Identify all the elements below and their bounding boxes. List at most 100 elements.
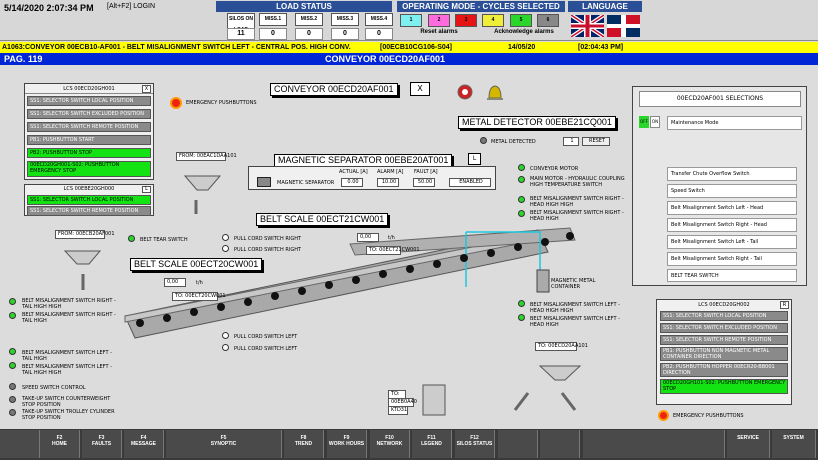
metal-detected-label: METAL DETECTED <box>491 139 536 145</box>
fkey-label: MESSAGE <box>130 441 156 447</box>
fkey-button[interactable]: SERVICE <box>727 430 770 458</box>
fkey-button[interactable] <box>583 430 725 458</box>
belt-scale2-unit: t/h <box>196 280 203 286</box>
maintenance-mode-label: Maintenance Mode <box>667 116 802 130</box>
alarm-bell-icon[interactable] <box>484 83 506 101</box>
lcs1-row: 00ECD20GH001-S02: PUSHBUTTON EMERGENCY S… <box>27 161 151 177</box>
roller <box>217 303 225 311</box>
fkey-blank[interactable] <box>0 430 40 458</box>
uk-flag-icon[interactable] <box>571 15 604 37</box>
selection-item[interactable]: Transfer Chute Overflow Switch <box>667 167 797 181</box>
page-title-bar: PAG. 119 CONVEYOR 00ECD20AF001 <box>0 53 818 65</box>
fkey-code: F12 <box>470 435 479 441</box>
miss4-button[interactable]: MISS.4 <box>365 13 393 26</box>
cycle-5-button[interactable]: 5 <box>510 14 532 27</box>
maintenance-off-toggle[interactable]: OFF <box>639 116 649 128</box>
fkey-code: F10 <box>385 435 394 441</box>
belt-scale2-title: BELT SCALE 00ECT20CW001 <box>130 258 263 271</box>
magsep-alarm-value[interactable]: 10.00 <box>377 178 399 187</box>
main-motor-label: MAIN MOTOR - HYDRAULIC COUPLING HIGH TEM… <box>530 176 625 188</box>
belt-scale2-to: TO: 00ECT20CW001 <box>172 292 226 301</box>
miss3-button[interactable]: MISS.3 <box>331 13 359 26</box>
magnetic-container-label: MAGNETIC METAL CONTAINER <box>551 278 596 290</box>
bms-right-head-hh-label: BELT MISALIGNMENT SWITCH RIGHT - HEAD HI… <box>530 196 624 208</box>
conveyor-motor-label: CONVEYOR MOTOR <box>530 166 579 172</box>
selection-item[interactable]: Belt Misalignment Switch Left - Tail <box>667 235 797 249</box>
fkey-code: F8 <box>300 435 307 441</box>
alarm-horn-icon[interactable] <box>455 83 475 101</box>
acknowledge-alarms-button[interactable]: Acknowledge alarms <box>483 27 565 38</box>
bms-left-head-hh-indicator <box>518 300 525 307</box>
roller <box>379 270 387 278</box>
fkey-label: LEGEND <box>421 441 442 447</box>
belt-tear-label: BELT TEAR SWITCH <box>140 237 188 243</box>
lcs1-row: SS1: SELECTOR SWITCH LOCAL POSITION <box>27 96 151 106</box>
magnet-icon <box>257 177 271 187</box>
metal-detected-indicator <box>480 137 487 144</box>
language-title: LANGUAGE <box>568 1 642 12</box>
pull-cord-left2-label: PULL CORD SWITCH LEFT <box>234 346 298 352</box>
cycle-2-button[interactable]: 2 <box>428 14 450 27</box>
speed-switch-indicator <box>9 383 16 390</box>
pull-cord-left2-indicator <box>222 344 229 351</box>
fkey-button[interactable] <box>498 430 538 458</box>
fkey-button[interactable] <box>540 430 580 458</box>
alarm-code: [00ECB10CG106-S04] <box>380 44 452 51</box>
miss1-button[interactable]: MISS.1 <box>259 13 287 26</box>
conveyor-close-button[interactable]: X <box>410 82 430 96</box>
magsep-fault-value[interactable]: 50.00 <box>413 178 435 187</box>
lcs2-l-button[interactable]: L <box>142 186 151 193</box>
magsep-l-button[interactable]: L <box>468 153 481 165</box>
selection-item[interactable]: BELT TEAR SWITCH <box>667 269 797 282</box>
bms-right-tail-h-indicator <box>9 312 16 319</box>
cycle-3-button[interactable]: 3 <box>455 14 477 27</box>
magsep-alarm-header: ALARM [A] <box>377 169 404 175</box>
cycle-1-button[interactable]: 1 <box>400 14 422 27</box>
takeup2-label: TAKE-UP SWITCH TROLLEY CYLINDER STOP POS… <box>22 409 115 421</box>
lcs1-row: PB1: PUSHBUTTON START <box>27 135 151 145</box>
alarm-time: [02:04:43 PM] <box>578 44 624 51</box>
cycle-4-button[interactable]: 4 <box>482 14 504 27</box>
roller <box>136 319 144 327</box>
selection-item[interactable]: Belt Misalignment Switch Right - Head <box>667 218 797 232</box>
alarm-bar[interactable]: A1063:CONVEYOR 00ECB10-AF001 - BELT MISA… <box>0 42 818 53</box>
cycle-6-button[interactable]: 6 <box>537 14 559 27</box>
magsep-status: ENABLED <box>449 178 491 187</box>
lcs1-row: SS1: SELECTOR SWITCH EXCLUDED POSITION <box>27 109 151 119</box>
bms-left-tail-h-label: BELT MISALIGNMENT SWITCH LEFT - TAIL HIG… <box>22 350 112 362</box>
miss2-button[interactable]: MISS.2 <box>295 13 323 26</box>
dominican-flag-icon[interactable] <box>607 15 640 37</box>
alarm-text: A1063:CONVEYOR 00ECB10-AF001 - BELT MISA… <box>2 44 351 51</box>
selection-item[interactable]: Speed Switch <box>667 184 797 198</box>
belt-scale1-title: BELT SCALE 00ECT21CW001 <box>256 213 389 226</box>
reset-alarms-button[interactable]: Reset alarms <box>399 27 479 38</box>
roller <box>271 292 279 300</box>
lcs3-row: SS1: SELECTOR SWITCH LOCAL POSITION <box>660 311 788 321</box>
lcs3-r-button[interactable]: R <box>780 301 789 309</box>
maintenance-on-toggle[interactable]: ON <box>650 116 660 128</box>
selection-item[interactable]: Belt Misalignment Switch Left - Head <box>667 201 797 215</box>
roller <box>352 276 360 284</box>
login-link[interactable]: [Alt+F2] LOGIN <box>107 3 156 10</box>
miss3-value: 0 <box>331 28 359 40</box>
selection-item[interactable]: Belt Misalignment Switch Right - Tail <box>667 252 797 266</box>
metal-detector-reset-button[interactable]: RESET <box>582 137 610 146</box>
fkey-label: SYNOPTIC <box>210 441 237 447</box>
bms-left-tail-hh-indicator <box>9 362 16 369</box>
fkey-button[interactable]: SYSTEM <box>772 430 816 458</box>
lcs1-close-button[interactable]: X <box>142 85 151 93</box>
page-title: CONVEYOR 00ECD20AF001 <box>325 54 446 64</box>
bms-right-tail-hh-indicator <box>9 298 16 305</box>
